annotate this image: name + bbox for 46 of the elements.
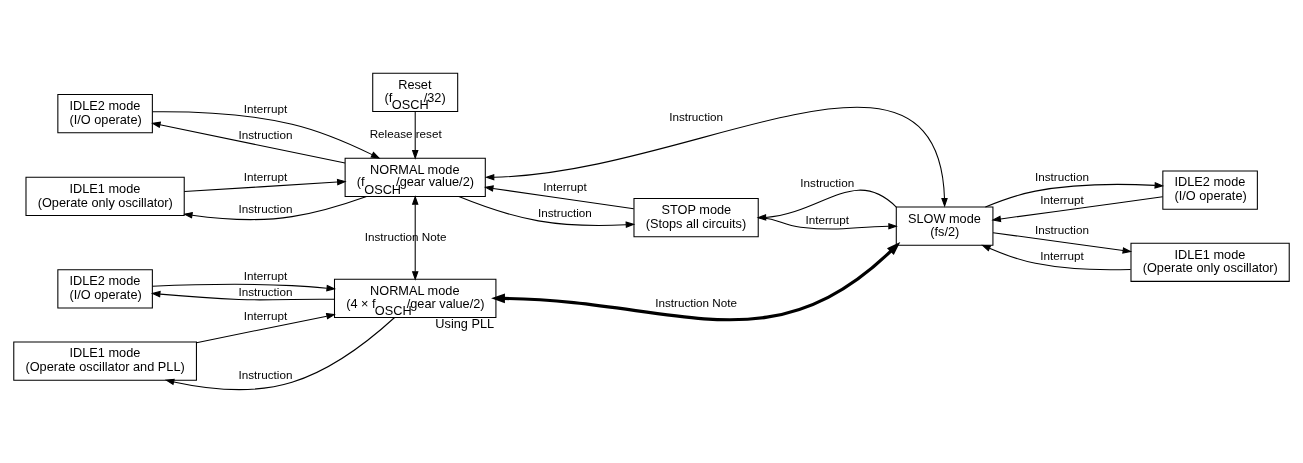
arrow <box>150 290 335 301</box>
edge-label: Instruction <box>238 285 293 299</box>
edge-label: Interrupt <box>243 170 288 184</box>
arrow <box>164 317 396 391</box>
edge-label: Instruction <box>1035 223 1089 237</box>
node-box: STOP mode (Stops all circuits) <box>633 198 759 238</box>
edge-label: Instruction Note <box>655 295 737 309</box>
arrow <box>195 312 336 344</box>
node-box: IDLE1 mode (Operate only oscillator) <box>25 176 185 217</box>
edge-label: Instruction <box>538 206 592 220</box>
edge-label: Interrupt <box>805 212 849 226</box>
arrow <box>756 189 897 221</box>
arrow <box>491 241 901 322</box>
edge-label: Release reset <box>369 126 442 140</box>
node-box: SLOW mode (fs/2) <box>895 206 994 246</box>
edge-label: Instruction <box>800 175 855 189</box>
edge-label: Interrupt <box>243 102 288 116</box>
edge-label: Instruction <box>238 127 293 141</box>
arrow <box>151 121 346 164</box>
arrow <box>183 195 368 221</box>
arrow <box>458 196 636 229</box>
arrow <box>151 283 336 292</box>
arrow <box>991 196 1164 223</box>
node-box: IDLE1 mode (Operate oscillator and PLL) <box>13 341 197 381</box>
node-box: IDLE2 mode (I/O operate) <box>57 93 153 134</box>
edge-label: Interrupt <box>243 269 288 283</box>
arrow <box>483 185 635 210</box>
arrow <box>411 195 419 281</box>
node-box: IDLE2 mode (I/O operate) <box>57 269 153 309</box>
arrow <box>484 107 948 208</box>
edge-label: Interrupt <box>1040 192 1084 206</box>
arrow <box>152 111 381 159</box>
node-box: IDLE1 mode (Operate only oscillator) <box>1130 242 1290 282</box>
edge-label: Instruction <box>1035 170 1089 184</box>
arrow <box>984 182 1165 208</box>
edge-label: Interrupt <box>1040 248 1084 262</box>
edge-label: Instruction <box>669 109 724 123</box>
arrow <box>992 232 1133 254</box>
edge-label: Interrupt <box>243 309 288 323</box>
arrow <box>183 178 347 193</box>
arrow <box>411 111 419 160</box>
edge-label: Interrupt <box>543 179 587 193</box>
arrow <box>981 244 1132 271</box>
edge-label: Instruction <box>238 202 293 216</box>
node-box: IDLE2 mode (I/O operate) <box>1162 170 1258 210</box>
edge-label: Instruction <box>238 367 293 381</box>
